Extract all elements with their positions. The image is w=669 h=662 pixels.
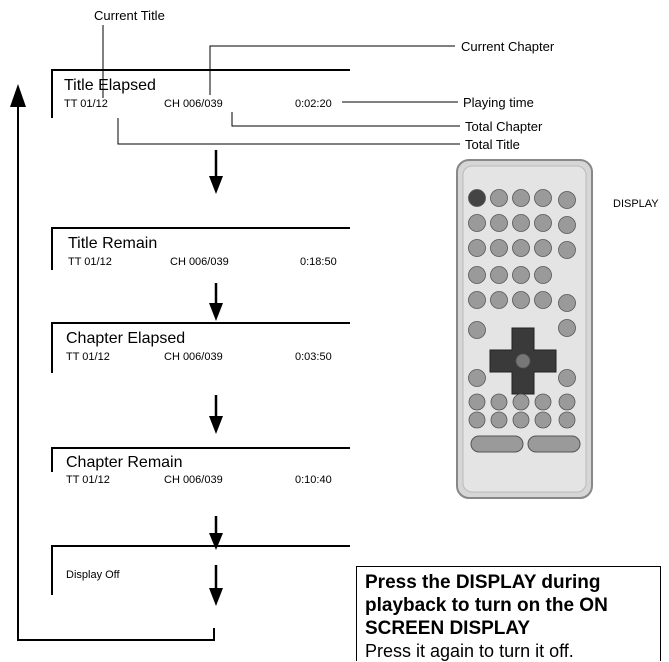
screen-time: 0:18:50 [300, 256, 337, 268]
screen-frame-4 [51, 447, 350, 472]
display-button [534, 189, 552, 207]
down-arrow-icon [209, 588, 223, 606]
remote-button [512, 291, 530, 309]
remote-button [558, 369, 576, 387]
screen-frame-1 [51, 69, 350, 118]
callout-line-total-title [117, 118, 460, 145]
remote-button [558, 411, 576, 429]
remote-button [512, 411, 530, 429]
remote-button [490, 291, 508, 309]
remote-button [534, 393, 552, 411]
screen-frame-3 [51, 322, 350, 373]
screen-time: 0:10:40 [295, 474, 332, 486]
screen-time: 0:03:50 [295, 351, 332, 363]
down-arrow-icon [209, 176, 223, 194]
remote-button [558, 319, 576, 337]
remote-button [558, 294, 576, 312]
remote-button [534, 411, 552, 429]
remote-button [534, 266, 552, 284]
screen-title: Chapter Remain [66, 454, 183, 471]
screen-chapter-counter: CH 006/039 [164, 474, 223, 486]
down-arrow-icon [209, 303, 223, 321]
remote-button [468, 411, 486, 429]
remote-button [512, 239, 530, 257]
screen-title-counter: TT 01/12 [64, 98, 108, 110]
remote-button [512, 214, 530, 232]
remote-button [534, 214, 552, 232]
callout-total-title: Total Title [465, 137, 520, 152]
remote-button [534, 239, 552, 257]
remote-button [490, 214, 508, 232]
screen-title: Chapter Elapsed [66, 330, 186, 347]
remote-button [468, 239, 486, 257]
instruction-note-bold: Press the DISPLAY during playback to tur… [365, 572, 608, 639]
remote-button [468, 369, 486, 387]
screen-title-counter: TT 01/12 [66, 474, 110, 486]
screen-chapter-counter: CH 006/039 [170, 256, 229, 268]
screen-chapter-counter: CH 006/039 [164, 351, 223, 363]
down-arrow-icon [209, 533, 223, 550]
screen-frame-5 [51, 545, 350, 595]
screen-title: Title Elapsed [64, 77, 156, 94]
remote-button [490, 393, 508, 411]
screen-title: Display Off [66, 569, 120, 581]
screen-title: Title Remain [68, 235, 158, 252]
screen-title-counter: TT 01/12 [68, 256, 112, 268]
callout-line-current-chapter [209, 45, 455, 95]
remote-pill-button [470, 435, 524, 453]
remote-button [490, 411, 508, 429]
remote-button [468, 291, 486, 309]
remote-control-image [456, 159, 593, 499]
remote-button [468, 266, 486, 284]
callout-line-total-chapter [231, 112, 460, 127]
remote-button [468, 189, 486, 207]
remote-button [512, 189, 530, 207]
down-arrow-icon [209, 416, 223, 434]
remote-button [512, 393, 530, 411]
remote-button [534, 291, 552, 309]
remote-button [558, 241, 576, 259]
callout-current-title: Current Title [94, 8, 165, 23]
callout-playing-time: Playing time [463, 95, 534, 110]
screen-frame-2 [51, 227, 350, 270]
remote-button [468, 321, 486, 339]
callout-display-button: DISPLAY [613, 198, 659, 210]
remote-button [558, 393, 576, 411]
instruction-note-plain: Press it again to turn it off. [365, 641, 574, 661]
remote-button [512, 266, 530, 284]
remote-button [558, 191, 576, 209]
remote-button [558, 216, 576, 234]
remote-pill-button [527, 435, 581, 453]
callout-total-chapter: Total Chapter [465, 119, 543, 134]
remote-button [490, 266, 508, 284]
dpad-center-button [515, 353, 531, 369]
remote-button [490, 189, 508, 207]
instruction-note: Press the DISPLAY during playback to tur… [356, 566, 661, 661]
remote-button [490, 239, 508, 257]
remote-button [468, 393, 486, 411]
callout-current-chapter: Current Chapter [461, 39, 555, 54]
screen-title-counter: TT 01/12 [66, 351, 110, 363]
remote-button [468, 214, 486, 232]
return-loop-line [17, 105, 215, 641]
up-arrow-icon [10, 84, 26, 107]
screen-time: 0:02:20 [295, 98, 332, 110]
screen-chapter-counter: CH 006/039 [164, 98, 223, 110]
